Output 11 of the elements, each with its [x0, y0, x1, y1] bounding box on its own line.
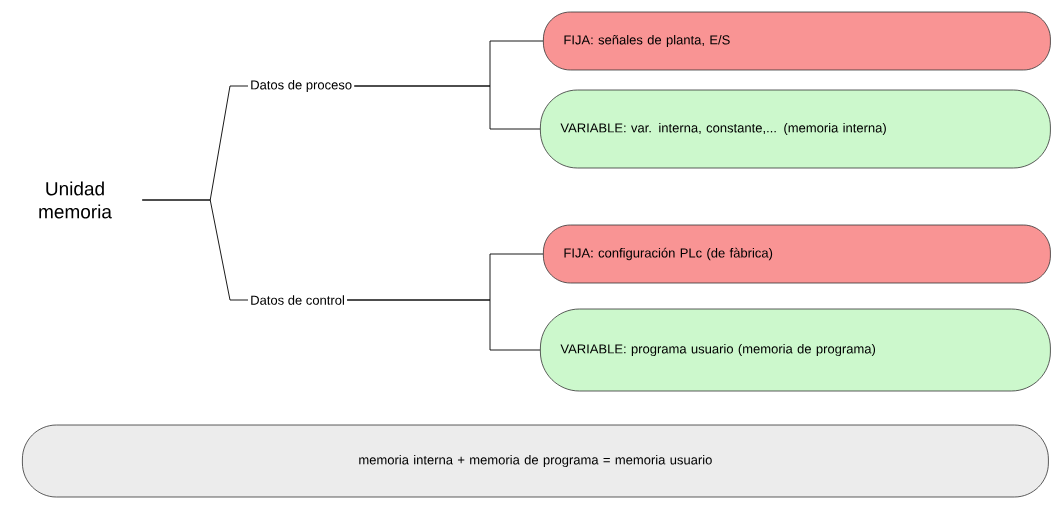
connector-line — [141, 199, 249, 301]
rounded-box: VARIABLE: var. interna, constante,... (memoria interna) — [540, 89, 1051, 169]
label-text: Datos de proceso — [251, 79, 352, 93]
connector-line — [346, 299, 541, 351]
rounded-box: FIJA: configuración PLc (de fàbrica) — [543, 224, 1051, 284]
label-text: Datos de control — [251, 295, 344, 305]
rounded-box: VARIABLE: programa usuario (memoria de programa) — [540, 308, 1051, 392]
label-text: Unidad memoria — [39, 181, 112, 219]
rounded-box: FIJA: señales de planta, E/S — [543, 11, 1051, 71]
connector-line — [353, 85, 541, 130]
rounded-box: memoria interna + memoria de programa = memoria usuario — [22, 424, 1049, 498]
